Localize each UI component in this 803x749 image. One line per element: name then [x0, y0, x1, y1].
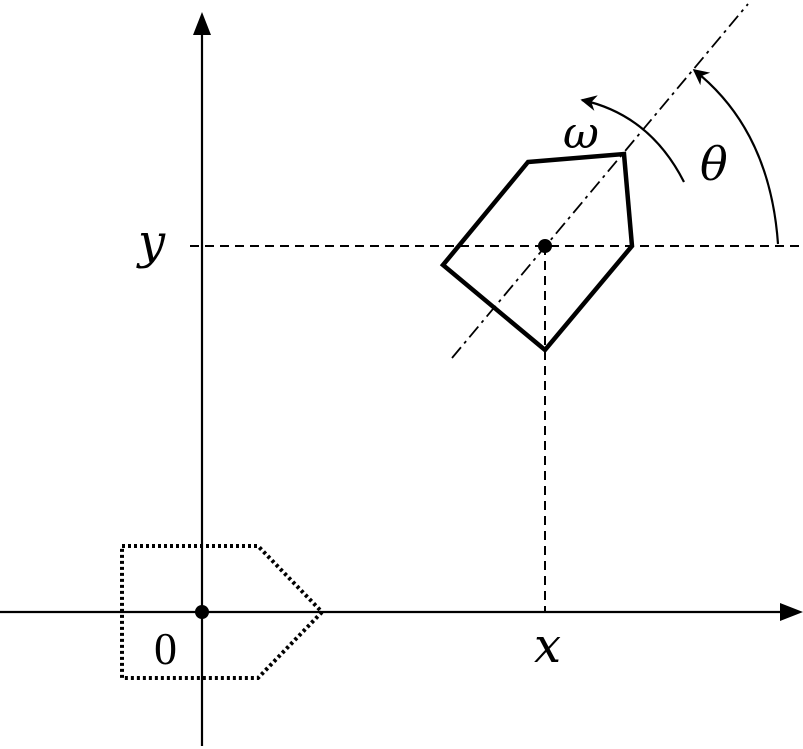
origin-point — [195, 605, 209, 619]
omega-rotation-arrow — [580, 95, 685, 183]
body-center-point — [538, 239, 552, 253]
origin-label: 0 — [154, 623, 177, 674]
body-orientation-axis — [451, 3, 749, 359]
theta-angle-arrow — [692, 69, 780, 245]
x-axis-arrow-icon — [780, 603, 803, 621]
x-axis-label: x — [534, 618, 561, 674]
current-pose-pentagon — [439, 151, 635, 354]
theta-label: θ — [700, 137, 728, 191]
y-axis-arrow-icon — [193, 12, 211, 35]
omega-label: ω — [563, 108, 599, 159]
y-axis-label: y — [136, 214, 166, 270]
